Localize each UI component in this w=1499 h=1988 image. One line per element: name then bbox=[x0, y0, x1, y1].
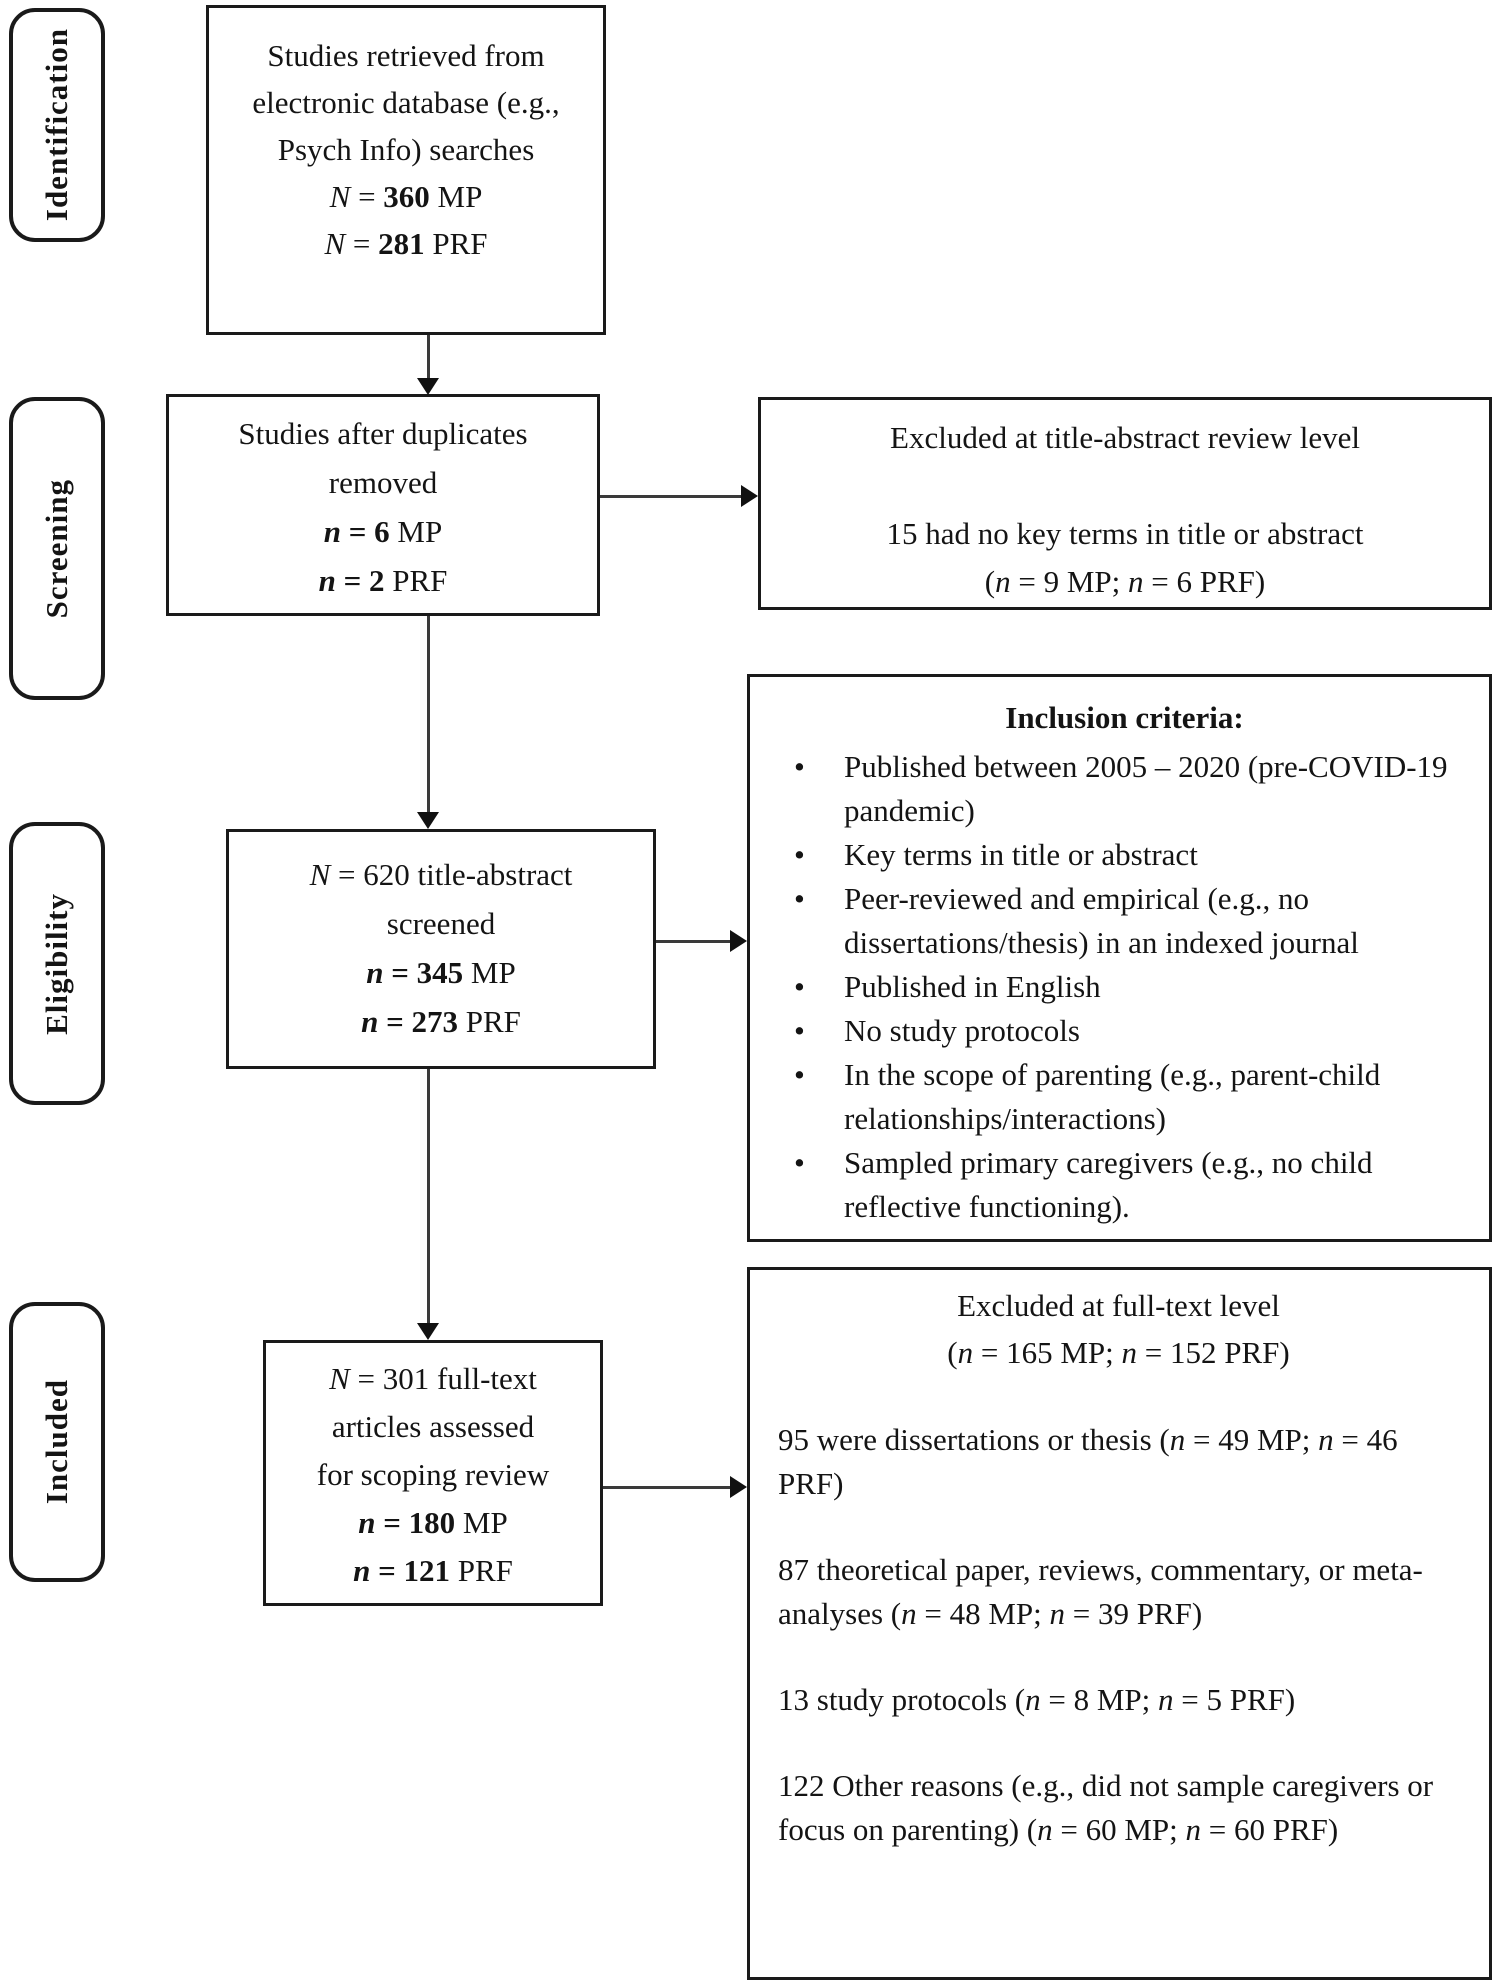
excluded-full-text-box: Excluded at full-text level(n = 165 MP; … bbox=[747, 1267, 1492, 1980]
stage-label-screening: Screening bbox=[9, 397, 105, 700]
inclusion-criteria-item: Published between 2005 – 2020 (pre-COVID… bbox=[786, 745, 1463, 833]
arrowhead-screened-to-inclusion-criteria bbox=[730, 930, 747, 952]
connector-screened-to-full-text-assessed bbox=[427, 1069, 430, 1325]
arrowhead-retrieved-to-dedup bbox=[417, 378, 439, 395]
stage-label-eligibility: Eligibility bbox=[9, 822, 105, 1105]
connector-dedup-to-excluded-title-abstract bbox=[600, 495, 741, 498]
inclusion-criteria-item: In the scope of parenting (e.g., parent-… bbox=[786, 1053, 1463, 1141]
inclusion-criteria-item: Peer-reviewed and empirical (e.g., no di… bbox=[786, 877, 1463, 965]
arrowhead-screened-to-full-text-assessed bbox=[417, 1323, 439, 1340]
arrowhead-dedup-to-excluded-title-abstract bbox=[741, 485, 758, 507]
inclusion-criteria-item: No study protocols bbox=[786, 1009, 1463, 1053]
excluded-full-text-heading: Excluded at full-text level(n = 165 MP; … bbox=[947, 1288, 1290, 1370]
connector-screened-to-inclusion-criteria bbox=[656, 940, 730, 943]
connector-retrieved-to-dedup bbox=[427, 335, 430, 380]
stage-label-identification: Identification bbox=[9, 8, 105, 242]
inclusion-criteria-list: Published between 2005 – 2020 (pre-COVID… bbox=[786, 745, 1463, 1229]
excluded-full-text-reasons: 95 were dissertations or thesis (n = 49 … bbox=[778, 1422, 1434, 1847]
stage-label-eligibility-text: Eligibility bbox=[39, 892, 74, 1035]
inclusion-criteria-item: Published in English bbox=[786, 965, 1463, 1009]
inclusion-criteria-box: Inclusion criteria: Published between 20… bbox=[747, 674, 1492, 1242]
excluded-title-abstract-box: Excluded at title-abstract review level … bbox=[758, 397, 1492, 610]
stage-label-identification-text: Identification bbox=[39, 28, 74, 222]
connector-dedup-to-screened bbox=[427, 616, 430, 814]
arrowhead-dedup-to-screened bbox=[417, 812, 439, 829]
inclusion-criteria-title: Inclusion criteria: bbox=[1005, 700, 1244, 735]
stage-label-screening-text: Screening bbox=[39, 478, 74, 619]
inclusion-criteria-item: Sampled primary caregivers (e.g., no chi… bbox=[786, 1141, 1463, 1229]
inclusion-criteria-item: Key terms in title or abstract bbox=[786, 833, 1463, 877]
arrowhead-full-text-assessed-to-excluded-full-text bbox=[730, 1476, 747, 1498]
stage-label-included: Included bbox=[9, 1302, 105, 1582]
stage-label-included-text: Included bbox=[39, 1379, 74, 1505]
connector-full-text-assessed-to-excluded-full-text bbox=[603, 1486, 730, 1489]
